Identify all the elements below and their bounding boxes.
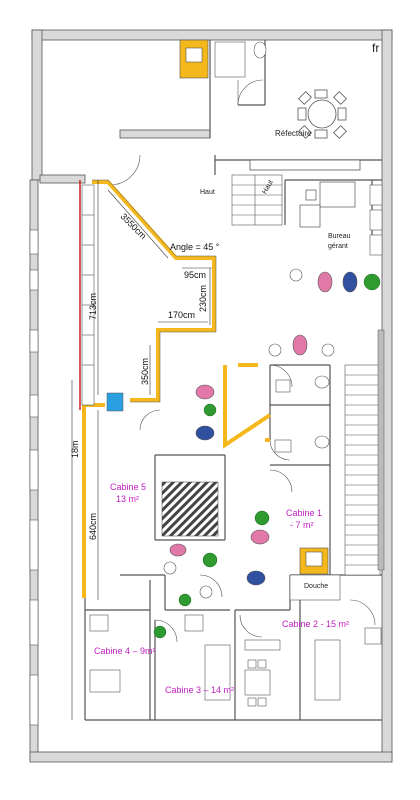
hatched-area [161, 481, 219, 537]
room-label-refectoire: Réfectoire [275, 129, 312, 138]
yellow-partition-outline [92, 179, 217, 403]
label-haut-1: Haut [200, 189, 215, 196]
dim-230: 230cm [198, 285, 208, 312]
corner-label: fr [372, 41, 379, 55]
stair-rail [377, 329, 385, 571]
dim-350: 350cm [140, 358, 150, 385]
room-label-cabine1-2: - 7 m² [290, 520, 314, 530]
dimension-lines [71, 180, 212, 720]
room-label-douche: Douche [304, 583, 328, 590]
dim-713: 713cm [88, 293, 98, 320]
sanitary-fixtures [89, 39, 382, 707]
refectoire-table [249, 89, 361, 171]
room-label-bureau-1: Bureau [328, 233, 351, 240]
room-label-cabine3: Cabine 3 – 14 m² [165, 685, 234, 695]
dim-170: 170cm [168, 310, 195, 320]
blue-reception-panel [106, 392, 124, 412]
glazed-panels [81, 184, 95, 406]
room-label-cabine5-1: Cabine 5 [110, 482, 146, 492]
stairs-top [231, 174, 283, 226]
plants [153, 273, 381, 639]
room-label-bureau-2: gérant [328, 243, 348, 250]
door-swings [109, 79, 376, 643]
room-label-cabine2: Cabine 2 - 15 m² [282, 619, 349, 629]
cabinets-right [369, 184, 383, 256]
office-desk [299, 181, 356, 228]
left-window-marks [29, 229, 39, 726]
dim-95: 95cm [184, 270, 206, 280]
dim-angle: Angle = 45 ° [170, 242, 220, 252]
room-label-cabine4: Cabine 4 – 9m² [94, 646, 156, 656]
people-and-chairs [163, 268, 358, 599]
dim-640: 640cm [88, 513, 98, 540]
interior-walls [84, 40, 382, 721]
room-label-cabine1-1: Cabine 1 [286, 508, 322, 518]
room-label-cabine5-2: 13 m² [116, 494, 139, 504]
dim-3550: 3550cm [119, 211, 149, 241]
dim-18m: 18m [70, 440, 80, 458]
stairs-right [344, 364, 381, 576]
